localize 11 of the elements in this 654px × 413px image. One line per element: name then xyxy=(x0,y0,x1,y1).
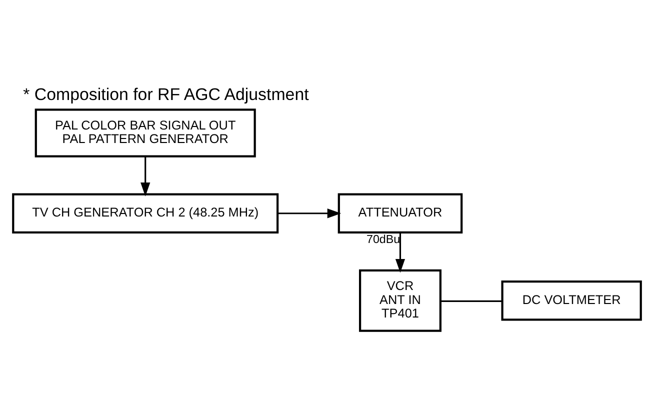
arrow xyxy=(278,208,342,218)
node-box: VCR ANT IN TP401 xyxy=(359,269,442,332)
node-box: TV CH GENERATOR CH 2 (48.25 MHz) xyxy=(12,193,279,234)
connector xyxy=(440,300,502,302)
arrow xyxy=(395,232,406,273)
node-box: PAL COLOR BAR SIGNAL OUT PAL PATTERN GENERATOR xyxy=(34,108,256,158)
arrow xyxy=(140,156,150,196)
edge-label: 70dBu xyxy=(366,232,400,246)
node-box: ATTENUATOR xyxy=(338,193,463,234)
node-box: DC VOLTMETER xyxy=(501,280,642,321)
diagram-title: * Composition for RF AGC Adjustment xyxy=(23,85,309,104)
